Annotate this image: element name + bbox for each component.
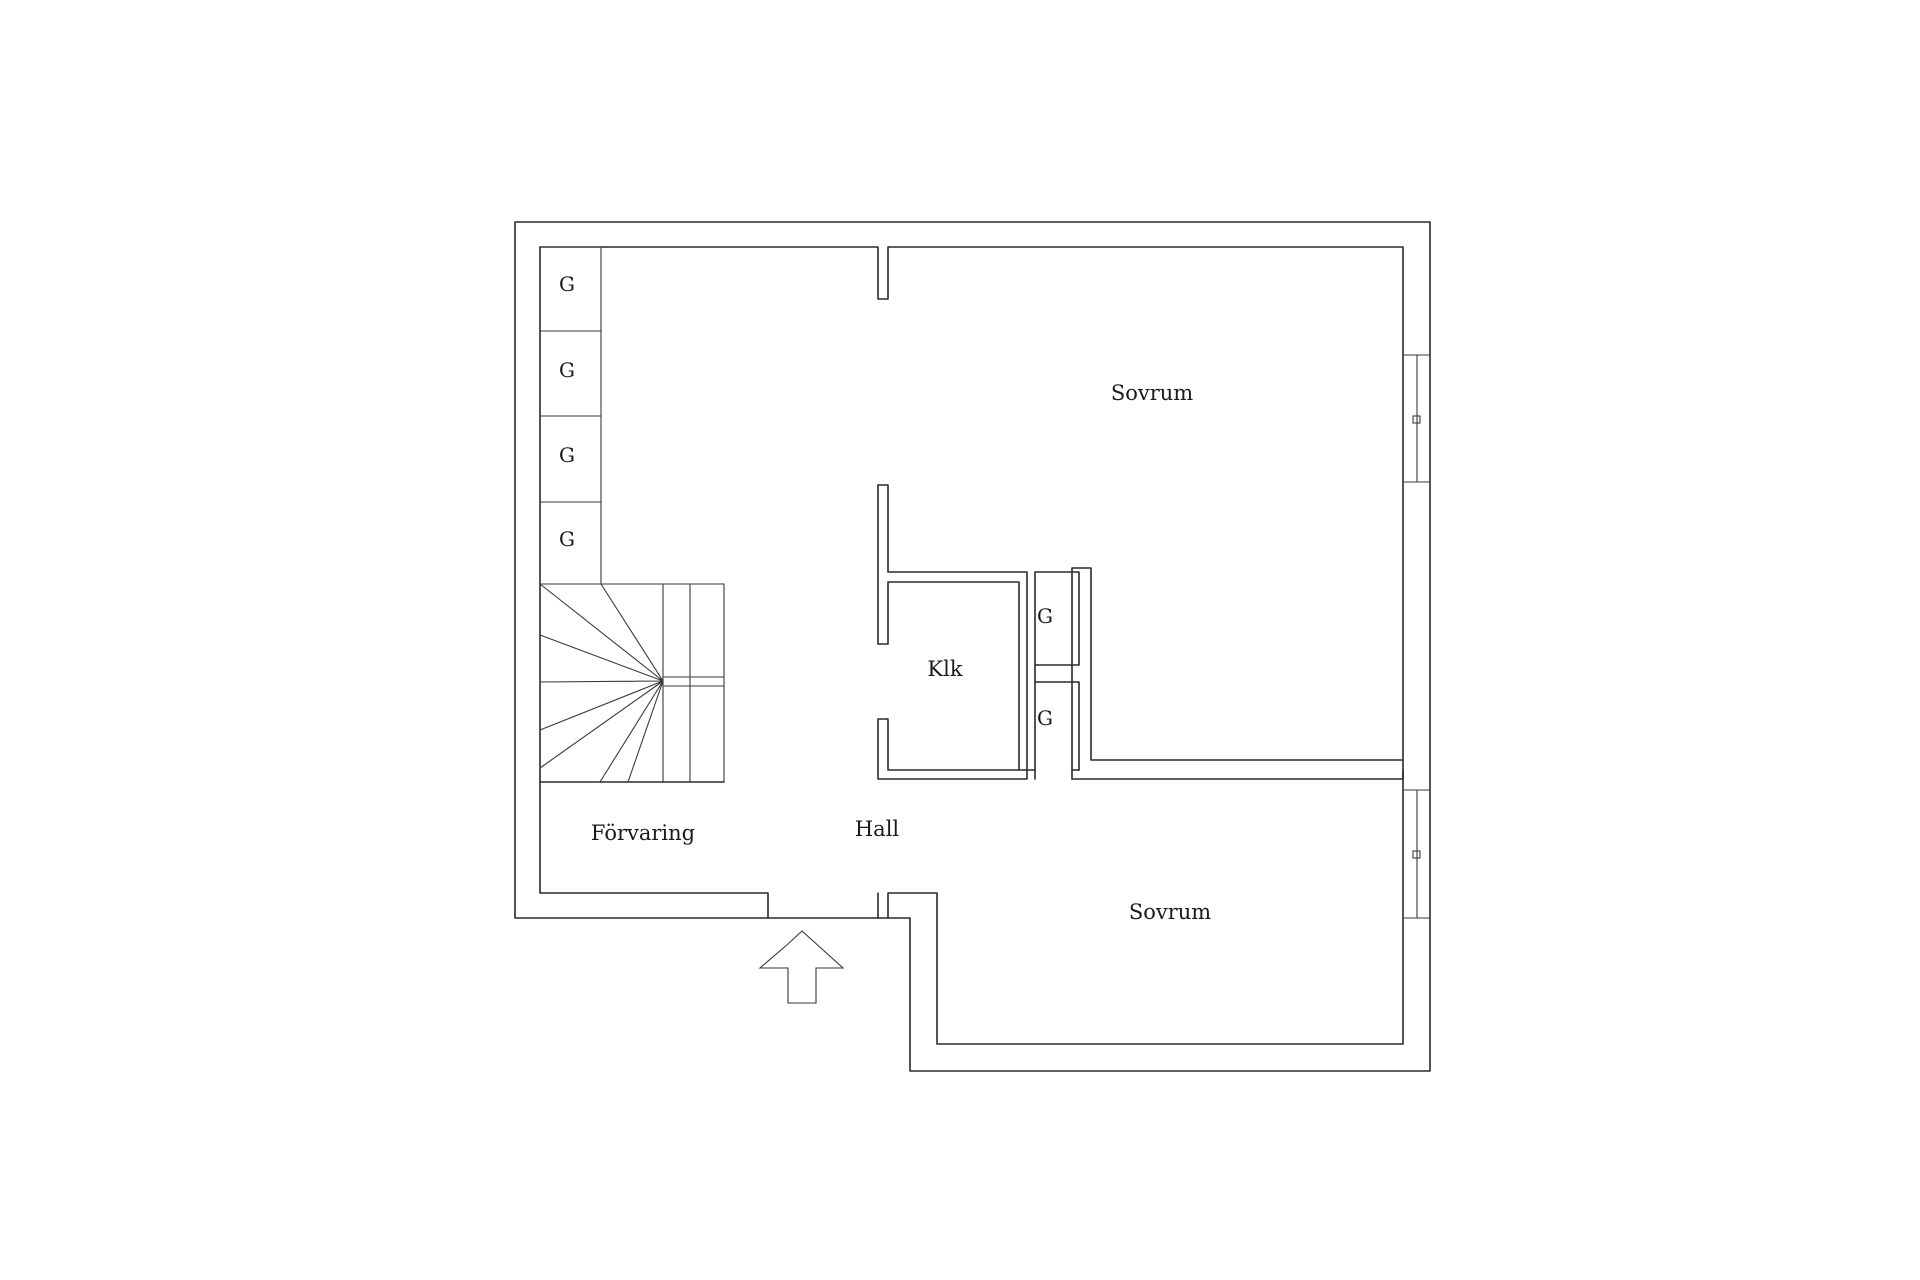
- closet-label: G: [559, 527, 575, 551]
- windows: [1402, 354, 1431, 919]
- closet-label: G: [559, 272, 575, 296]
- closet-label: G: [1037, 706, 1053, 730]
- room-label-storage: Förvaring: [591, 821, 695, 845]
- room-label-walk-in-closet: Klk: [927, 657, 962, 681]
- closet-label: G: [1037, 604, 1053, 628]
- exterior-walls: [514, 221, 1431, 1072]
- closet-label: G: [559, 358, 575, 382]
- staircase: [539, 583, 725, 783]
- closet-column: [539, 246, 602, 585]
- room-label-bedroom-bottom: Sovrum: [1129, 900, 1211, 924]
- interior-walls: [539, 484, 1404, 783]
- entrance-arrow: [758, 930, 845, 1004]
- room-label-bedroom-top: Sovrum: [1111, 381, 1193, 405]
- room-label-hall: Hall: [855, 817, 900, 841]
- closet-label: G: [559, 443, 575, 467]
